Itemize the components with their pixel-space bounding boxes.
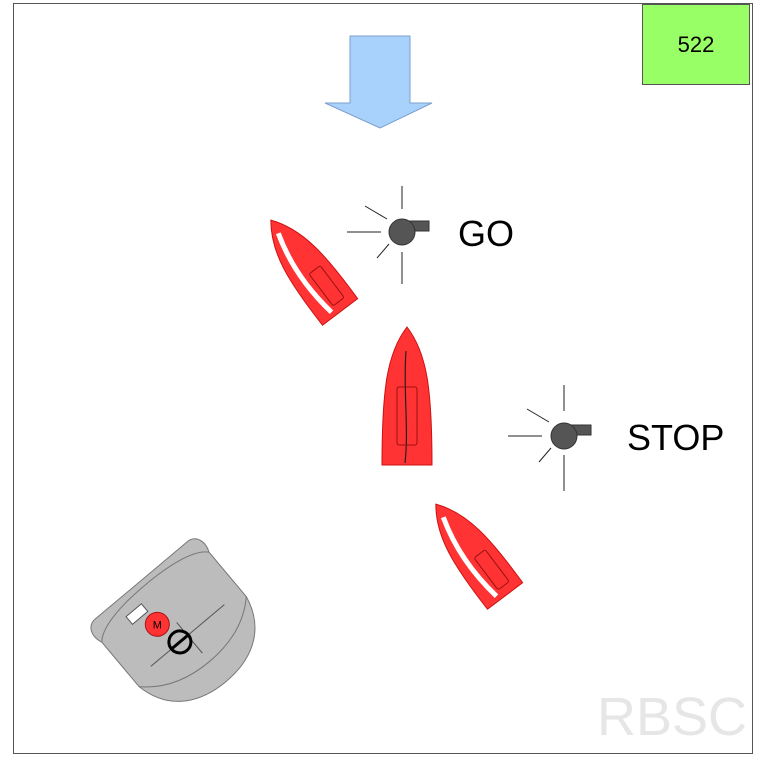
sailboat-1 [270,219,359,326]
motor-boat: M [90,538,256,702]
sailboat-3 [435,503,524,610]
scenario-number-badge: 522 [642,4,750,85]
wind-arrow [324,35,433,129]
sailboat-2 [381,326,433,466]
whistle-icon [347,186,430,284]
whistle-icon [508,385,592,491]
signal-label-stop: STOP [627,417,724,458]
motor-boat-badge-letter: M [153,619,162,631]
scenario-number: 522 [677,31,715,57]
watermark: RBSC [597,687,747,747]
signal-label-go: GO [458,213,514,254]
motor-boat-badge: M [144,611,170,637]
flag-pole-icon [167,629,193,655]
